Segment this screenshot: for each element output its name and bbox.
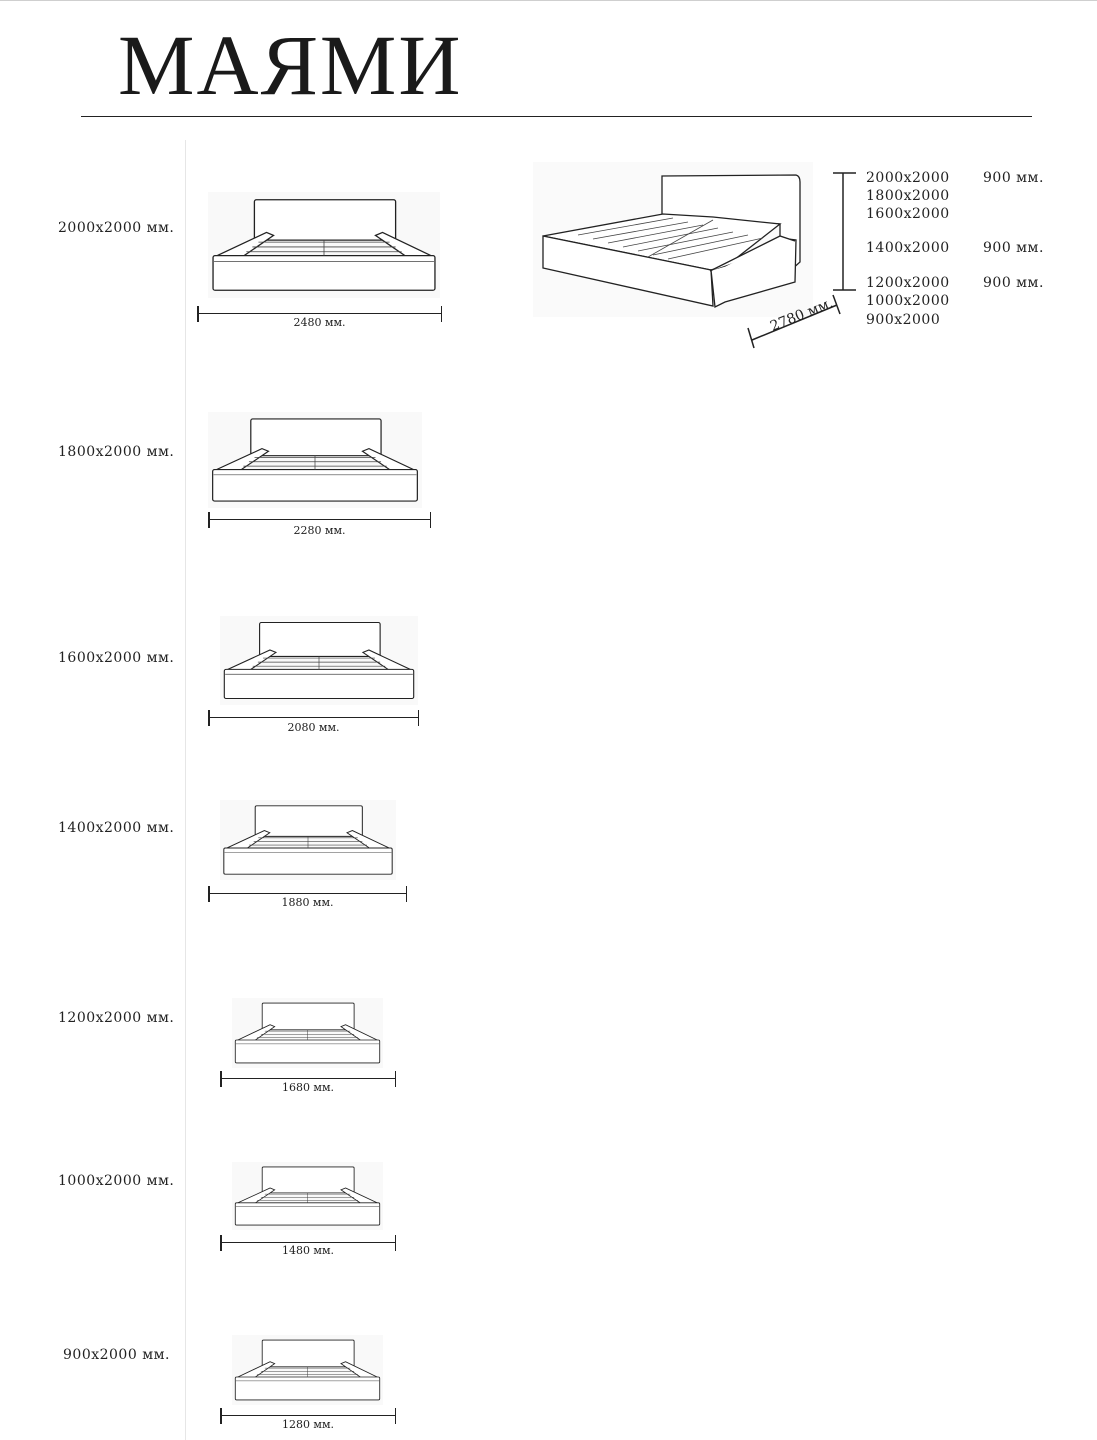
height-value: 900 мм. <box>983 275 1044 291</box>
size-label: 1600x2000 мм. <box>58 650 175 666</box>
width-dimension-line <box>208 710 419 726</box>
height-size: 1000x2000 <box>866 293 950 309</box>
bed-front-drawing <box>220 800 396 884</box>
bed-front-drawing <box>208 192 440 302</box>
bed-front-drawing <box>232 998 383 1072</box>
width-dimension-line <box>220 1408 396 1424</box>
width-label: 2080 мм. <box>287 721 340 734</box>
width-label: 1280 мм. <box>281 1418 335 1431</box>
width-dimension-line <box>220 1235 396 1251</box>
height-size: 1200x2000 <box>866 275 950 291</box>
top-border <box>0 0 1097 1</box>
bed-perspective-drawing <box>533 162 813 317</box>
size-label: 1200x2000 мм. <box>58 1010 175 1026</box>
width-label: 1680 мм. <box>281 1081 335 1094</box>
size-label: 900x2000 мм. <box>63 1347 170 1363</box>
height-value: 900 мм. <box>983 240 1044 256</box>
bed-front-drawing <box>208 412 422 512</box>
title-divider <box>81 116 1032 117</box>
width-label: 1880 мм. <box>281 896 334 909</box>
height-size: 1800x2000 <box>866 188 950 204</box>
size-label: 1400x2000 мм. <box>58 820 175 836</box>
page-title: МАЯМИ <box>118 17 463 113</box>
width-dimension-line <box>208 512 431 528</box>
width-label: 1480 мм. <box>281 1244 335 1257</box>
width-label: 2280 мм. <box>293 524 346 537</box>
bed-front-drawing <box>232 1335 383 1409</box>
width-label: 2480 мм. <box>293 316 346 329</box>
width-dimension-line <box>208 886 407 902</box>
width-dimension-line <box>197 306 442 322</box>
column-divider <box>185 140 186 1440</box>
dimension-lines-perspective <box>747 172 856 349</box>
height-size: 1400x2000 <box>866 240 950 256</box>
height-size: 900x2000 <box>866 312 941 328</box>
bed-front-drawing <box>220 616 418 709</box>
height-size: 2000x2000 <box>866 170 950 186</box>
width-dimension-line <box>220 1071 396 1087</box>
size-label: 2000x2000 мм. <box>58 220 175 236</box>
height-value: 900 мм. <box>983 170 1044 186</box>
bed-front-drawing <box>232 1162 383 1234</box>
size-label: 1800x2000 мм. <box>58 444 175 460</box>
height-size: 1600x2000 <box>866 206 950 222</box>
size-label: 1000x2000 мм. <box>58 1173 175 1189</box>
